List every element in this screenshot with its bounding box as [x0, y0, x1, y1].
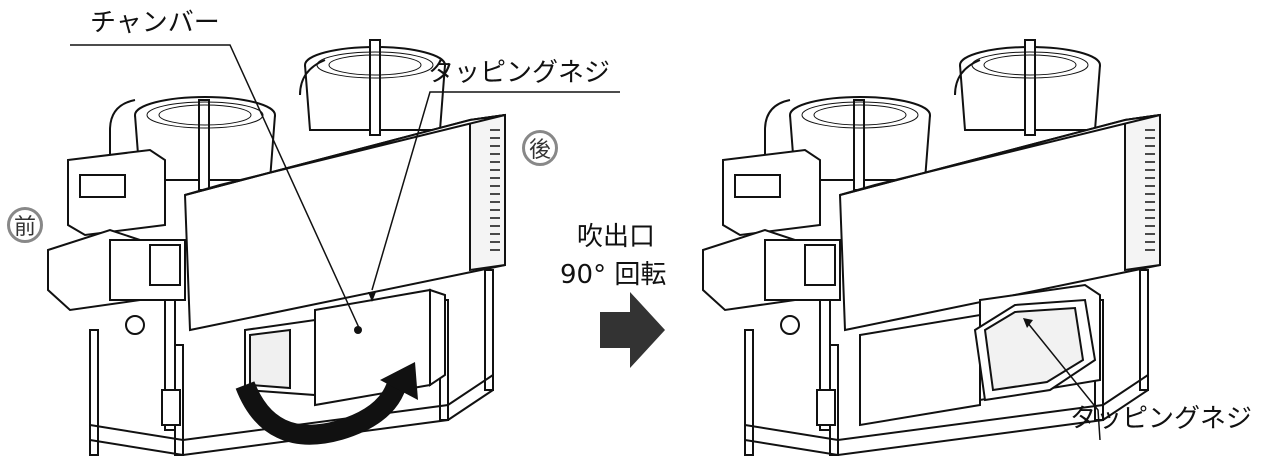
screw-bottom-leader-tip [1023, 318, 1033, 328]
screw-top-leader-tip [368, 292, 376, 302]
screw-label-top: タッピングネジ [428, 58, 611, 88]
front-badge: 前 [7, 207, 43, 243]
rotate-label: 90° 回転 [560, 260, 667, 290]
process-arrow [600, 292, 665, 368]
screw-label-bottom: タッピングネジ [1070, 404, 1253, 434]
screw-dot [354, 326, 362, 334]
chamber-label: チャンバー [90, 8, 220, 38]
chamber-after [859, 283, 1101, 427]
rotation-arrow [235, 377, 408, 445]
chamber-before [244, 288, 446, 407]
back-badge: 後 [522, 130, 558, 166]
unit-after [702, 39, 1161, 456]
outlet-label: 吹出口 [577, 222, 656, 252]
unit-before [47, 39, 620, 456]
screw-top-leader [371, 91, 620, 291]
chamber-leader [70, 44, 361, 331]
screw-bottom-leader [1026, 321, 1101, 441]
rotation-arrowhead [380, 362, 418, 400]
